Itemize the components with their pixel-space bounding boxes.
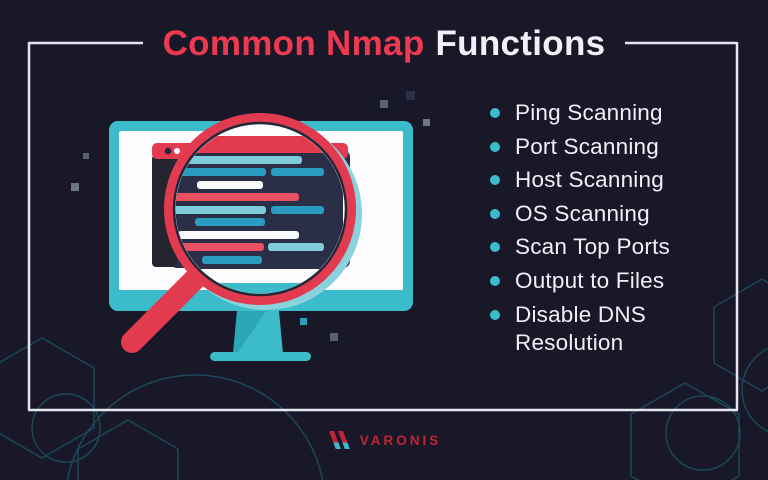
magnifying-glass [121, 113, 362, 353]
window-dot-dark [164, 147, 172, 155]
hexagon-decor [0, 278, 768, 480]
list-item: Scan Top Ports [490, 233, 733, 261]
list-item: Port Scanning [490, 133, 733, 161]
list-item: Host Scanning [490, 166, 733, 194]
footer-brand: VARONIS [0, 429, 768, 451]
brand-wordmark: VARONIS [359, 432, 442, 448]
varonis-logo-icon [328, 431, 350, 449]
magnified-code-lines [175, 156, 324, 264]
list-item: Ping Scanning [490, 99, 733, 127]
list-item: Output to Files [490, 267, 733, 295]
title-rest: Functions [435, 24, 606, 63]
list-item: OS Scanning [490, 200, 733, 228]
pixel-squares-decor [71, 91, 430, 341]
magnifier-handle [121, 267, 207, 353]
title-highlight: Common Nmap [162, 24, 425, 63]
list-item: Disable DNS Resolution [490, 301, 733, 357]
frame-border [27, 41, 739, 412]
lens-magnified-view [175, 136, 345, 294]
page-title: Common Nmap Functions [0, 25, 768, 63]
window-dot-light [174, 148, 180, 154]
